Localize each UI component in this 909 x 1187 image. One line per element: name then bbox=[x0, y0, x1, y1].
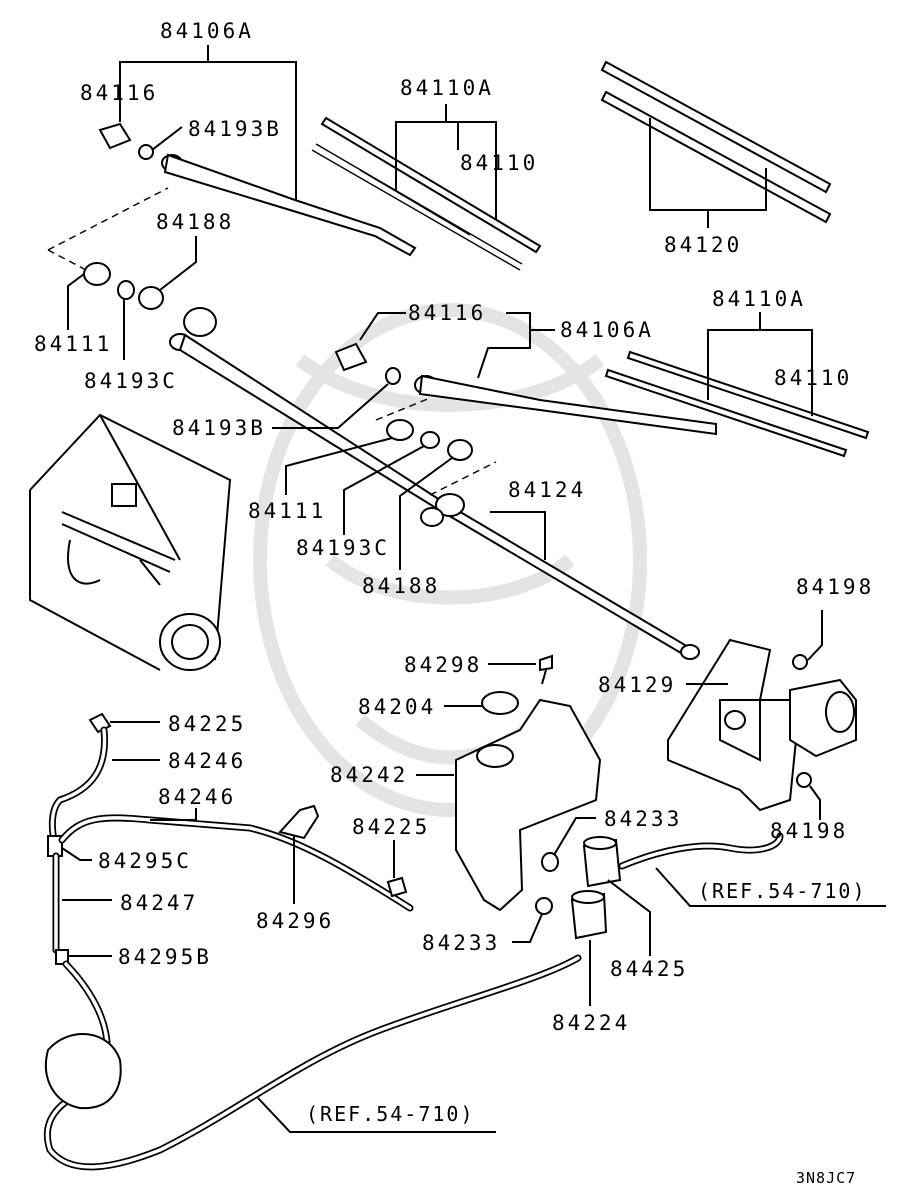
pivot-nut bbox=[117, 280, 135, 300]
wiper-arm-right bbox=[418, 374, 717, 436]
label-84246-a: 84246 bbox=[168, 749, 246, 773]
hose-clip bbox=[278, 804, 320, 840]
label-84224: 84224 bbox=[552, 1011, 630, 1035]
label-84193C-top: 84193C bbox=[84, 369, 178, 393]
label-84110-top: 84110 bbox=[460, 151, 538, 175]
washer-tank-cap bbox=[481, 691, 519, 715]
label-84295B: 84295B bbox=[118, 945, 212, 969]
washer-nozzle-right bbox=[386, 876, 408, 898]
label-84124: 84124 bbox=[508, 478, 586, 502]
reference-labels: (REF.54-710) (REF.54-710) bbox=[306, 879, 867, 1126]
label-84120: 84120 bbox=[664, 233, 742, 257]
front-left-wiper-arm-group bbox=[98, 45, 542, 271]
label-84188-top: 84188 bbox=[156, 210, 234, 234]
wiper-motor-assembly bbox=[667, 610, 857, 820]
label-84116-top: 84116 bbox=[80, 81, 158, 105]
label-84298: 84298 bbox=[404, 653, 482, 677]
wiper-arm-cap-right bbox=[334, 342, 368, 372]
label-84233-left: 84233 bbox=[422, 931, 500, 955]
label-84247: 84247 bbox=[120, 891, 198, 915]
wiper-arm-cap bbox=[98, 122, 132, 150]
label-84193B-top: 84193B bbox=[188, 117, 282, 141]
label-84295C: 84295C bbox=[98, 849, 192, 873]
wiper-arm-nut bbox=[138, 144, 154, 160]
wiper-blade-assembly bbox=[320, 116, 542, 254]
label-84233-right: 84233 bbox=[604, 807, 682, 831]
left-pivot-parts bbox=[47, 187, 197, 360]
label-84198-top: 84198 bbox=[796, 575, 874, 599]
label-84129: 84129 bbox=[598, 673, 676, 697]
label-84188-mid: 84188 bbox=[362, 574, 440, 598]
label-84110A-right: 84110A bbox=[712, 287, 806, 311]
washer-tank bbox=[455, 698, 602, 912]
wiper-arm bbox=[163, 153, 417, 257]
ref-label-right: (REF.54-710) bbox=[698, 879, 867, 903]
label-84116-mid: 84116 bbox=[408, 301, 486, 325]
label-84106A-mid: 84106A bbox=[560, 318, 654, 342]
label-84225-mid: 84225 bbox=[352, 815, 430, 839]
label-84193C-mid: 84193C bbox=[296, 536, 390, 560]
label-84111-top: 84111 bbox=[34, 332, 112, 356]
pivot-cap bbox=[83, 262, 111, 286]
label-84193B-mid: 84193B bbox=[172, 416, 266, 440]
diagram-code: 3N8JC7 bbox=[796, 1169, 856, 1187]
label-84296: 84296 bbox=[256, 909, 334, 933]
label-84110A-top: 84110A bbox=[400, 76, 494, 100]
ref-label-bottom: (REF.54-710) bbox=[306, 1102, 475, 1126]
wiper-blade-right bbox=[604, 368, 848, 458]
label-84198-bottom: 84198 bbox=[770, 819, 848, 843]
wiper-linkage bbox=[169, 307, 700, 660]
front-right-wiper-arm-group bbox=[272, 312, 870, 570]
pivot-bushing bbox=[138, 286, 164, 310]
label-84106A-top: 84106A bbox=[160, 19, 254, 43]
washer-hoses bbox=[43, 712, 886, 1171]
label-84425: 84425 bbox=[610, 957, 688, 981]
blade-rubber-refills bbox=[600, 60, 832, 228]
vehicle-location-sketch bbox=[29, 413, 232, 671]
part-labels: 84106A 84116 84193B 84110A 84110 84120 8… bbox=[34, 19, 874, 1035]
label-84110-right: 84110 bbox=[774, 366, 852, 390]
label-84246-b: 84246 bbox=[158, 785, 236, 809]
label-84225-top: 84225 bbox=[168, 712, 246, 736]
label-84204: 84204 bbox=[358, 695, 436, 719]
label-84242: 84242 bbox=[330, 763, 408, 787]
label-84111-mid: 84111 bbox=[248, 499, 326, 523]
washer-tank-assembly bbox=[416, 654, 651, 1006]
